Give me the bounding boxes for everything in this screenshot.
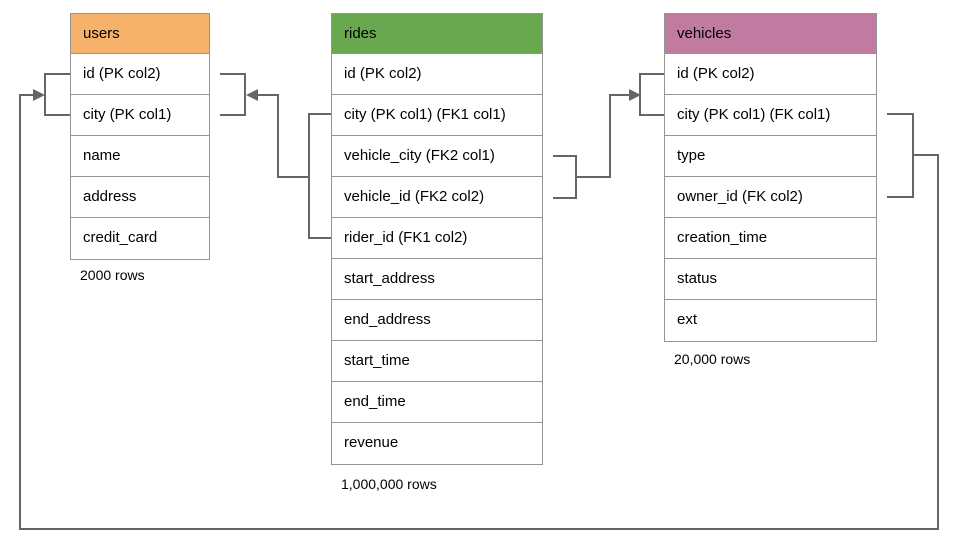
column-row: status	[665, 259, 876, 300]
row-count-label: 20,000 rows	[674, 351, 751, 367]
column-row: creation_time	[665, 218, 876, 259]
row-count-label: 1,000,000 rows	[341, 476, 437, 492]
connector-line-fk-loop	[19, 94, 939, 530]
column-row: credit_card	[71, 218, 209, 259]
relationship-fk1-rides-users	[220, 73, 331, 239]
arrowhead-right-icon	[629, 89, 641, 101]
relationship-fk-vehicles-users	[19, 73, 939, 530]
bracket-vehicles-right	[887, 113, 914, 198]
column-row: end_time	[332, 382, 542, 423]
bracket-rides-right	[553, 155, 577, 199]
column-row: city (PK col1) (FK col1)	[665, 95, 876, 136]
arrowhead-right-icon	[33, 89, 45, 101]
column-row: name	[71, 136, 209, 177]
column-row: vehicle_city (FK2 col1)	[332, 136, 542, 177]
row-count-label: 2000 rows	[80, 267, 145, 283]
column-row: ext	[665, 300, 876, 341]
bracket-vehicles-left	[639, 73, 664, 116]
table-header-vehicles: vehicles	[665, 14, 876, 54]
arrowhead-left-icon	[246, 89, 258, 101]
column-row: city (PK col1) (FK1 col1)	[332, 95, 542, 136]
bracket-users-left	[44, 73, 70, 116]
column-row: end_address	[332, 300, 542, 341]
column-row: start_time	[332, 341, 542, 382]
relationship-fk2-rides-vehicles	[553, 73, 664, 199]
column-row: id (PK col2)	[332, 54, 542, 95]
column-row: owner_id (FK col2)	[665, 177, 876, 218]
column-row: type	[665, 136, 876, 177]
column-row: rider_id (FK1 col2)	[332, 218, 542, 259]
connector-line-fk1	[257, 94, 309, 178]
table-header-rides: rides	[332, 14, 542, 54]
column-row: revenue	[332, 423, 542, 464]
column-row: start_address	[332, 259, 542, 300]
column-row: address	[71, 177, 209, 218]
table-header-users: users	[71, 14, 209, 54]
column-row: vehicle_id (FK2 col2)	[332, 177, 542, 218]
column-row: id (PK col2)	[665, 54, 876, 95]
bracket-users-right	[220, 73, 246, 116]
column-row: city (PK col1)	[71, 95, 209, 136]
bracket-rides-left	[308, 113, 331, 239]
connector-line-fk2	[576, 94, 629, 178]
column-row: id (PK col2)	[71, 54, 209, 95]
